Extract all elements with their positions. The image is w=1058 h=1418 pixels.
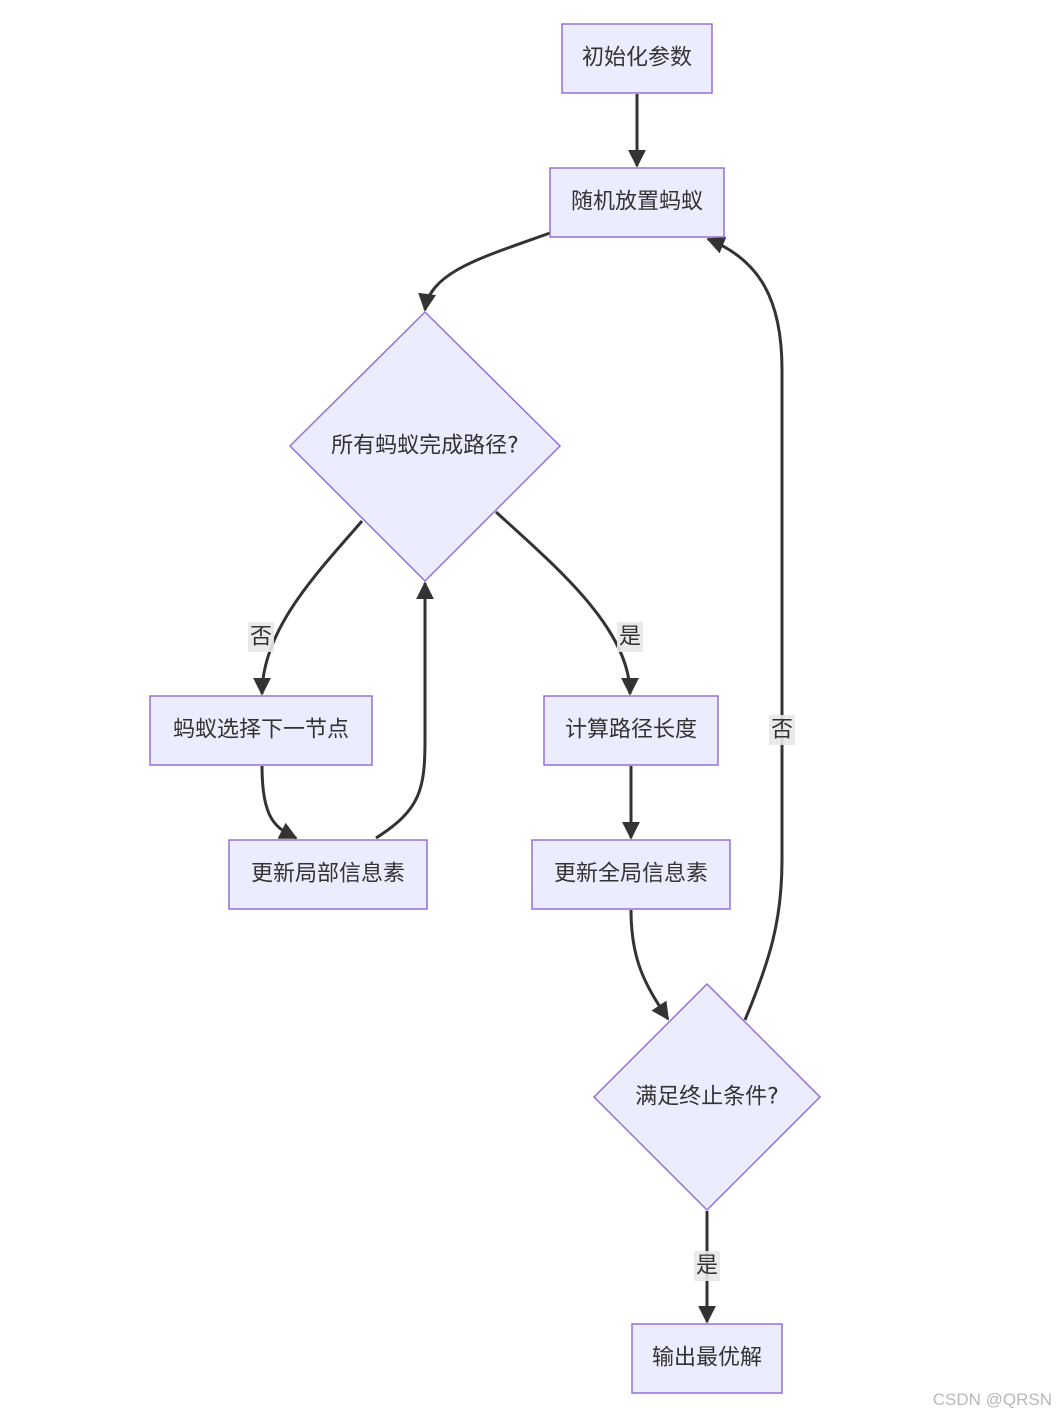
- edge-place-to-all-done: [418, 231, 551, 312]
- node-label: 满足终止条件?: [635, 1085, 779, 1110]
- edge-label-all-done-yes: 是: [617, 622, 643, 652]
- watermark: CSDN @QRSN: [932, 1390, 1052, 1409]
- edges: [253, 94, 784, 1324]
- edge-label-all-done-no: 否: [248, 622, 274, 652]
- node-all-done-decision: 所有蚂蚁完成路径?: [288, 310, 562, 583]
- edge-select-next-to-update-local: [260, 765, 298, 840]
- node-label: 初始化参数: [582, 46, 692, 71]
- node-calc-length: 计算路径长度: [543, 695, 719, 766]
- node-select-next: 蚂蚁选择下一节点: [149, 695, 373, 766]
- node-label: 蚂蚁选择下一节点: [173, 718, 349, 743]
- node-output: 输出最优解: [631, 1323, 783, 1394]
- edge-label-termination-no: 否: [769, 715, 795, 745]
- edge-label-text: 否: [250, 625, 272, 650]
- node-update-global: 更新全局信息素: [531, 839, 731, 910]
- edge-update-local-to-all-done: [375, 581, 434, 840]
- edge-label-text: 是: [619, 625, 641, 650]
- edge-all-done-to-select-next: [253, 520, 364, 696]
- edge-termination-to-place: [706, 236, 784, 1021]
- node-init: 初始化参数: [561, 23, 713, 94]
- node-label: 计算路径长度: [565, 718, 697, 743]
- edge-label-text: 否: [771, 718, 793, 743]
- edge-label-text: 是: [696, 1254, 718, 1279]
- node-label: 输出最优解: [652, 1346, 762, 1371]
- edge-all-done-to-calc-length: [494, 510, 639, 696]
- node-place: 随机放置蚂蚁: [549, 167, 725, 238]
- node-label: 随机放置蚂蚁: [571, 190, 703, 215]
- node-label: 所有蚂蚁完成路径?: [331, 434, 519, 459]
- node-termination-decision: 满足终止条件?: [592, 982, 822, 1212]
- node-label: 更新全局信息素: [554, 862, 708, 887]
- node-update-local: 更新局部信息素: [228, 839, 428, 910]
- node-label: 更新局部信息素: [251, 862, 405, 887]
- edge-update-global-to-termination: [629, 909, 670, 1021]
- edge-label-termination-yes: 是: [694, 1251, 720, 1281]
